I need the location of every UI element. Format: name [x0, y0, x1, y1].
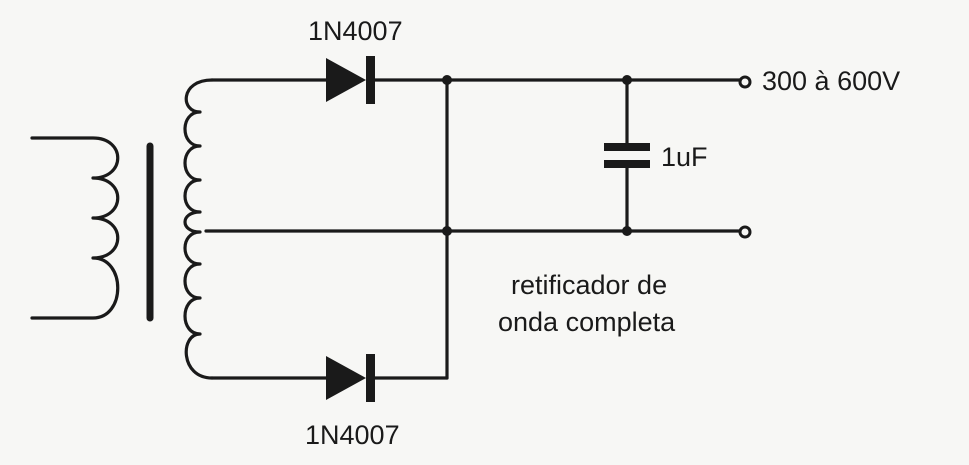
diode-bottom-cathode-bar	[366, 354, 375, 402]
diode-top-cathode-bar	[366, 56, 375, 104]
vertical-tie-wire	[372, 78, 449, 380]
diode-top	[326, 56, 375, 104]
capacitor	[604, 78, 650, 233]
junction-dot	[442, 226, 452, 236]
output-voltage-label: 300 à 600V	[762, 66, 900, 96]
capacitor-plate-top	[604, 143, 650, 151]
output-terminal-negative	[738, 225, 752, 239]
diode-bottom-label: 1N4007	[305, 420, 400, 450]
diode-bottom	[326, 354, 375, 402]
caption-line-1: retificador de	[511, 270, 667, 300]
output-terminal-positive	[738, 75, 752, 89]
diode-top-label: 1N4007	[308, 16, 403, 46]
capacitor-value-label: 1uF	[661, 142, 708, 172]
transformer-primary-winding	[30, 136, 120, 320]
junction-dot	[442, 75, 452, 85]
diode-top-anode-triangle	[326, 58, 366, 102]
caption-line-2: onda completa	[498, 307, 676, 337]
diode-bottom-anode-triangle	[326, 356, 366, 400]
transformer-secondary-winding	[183, 78, 214, 380]
